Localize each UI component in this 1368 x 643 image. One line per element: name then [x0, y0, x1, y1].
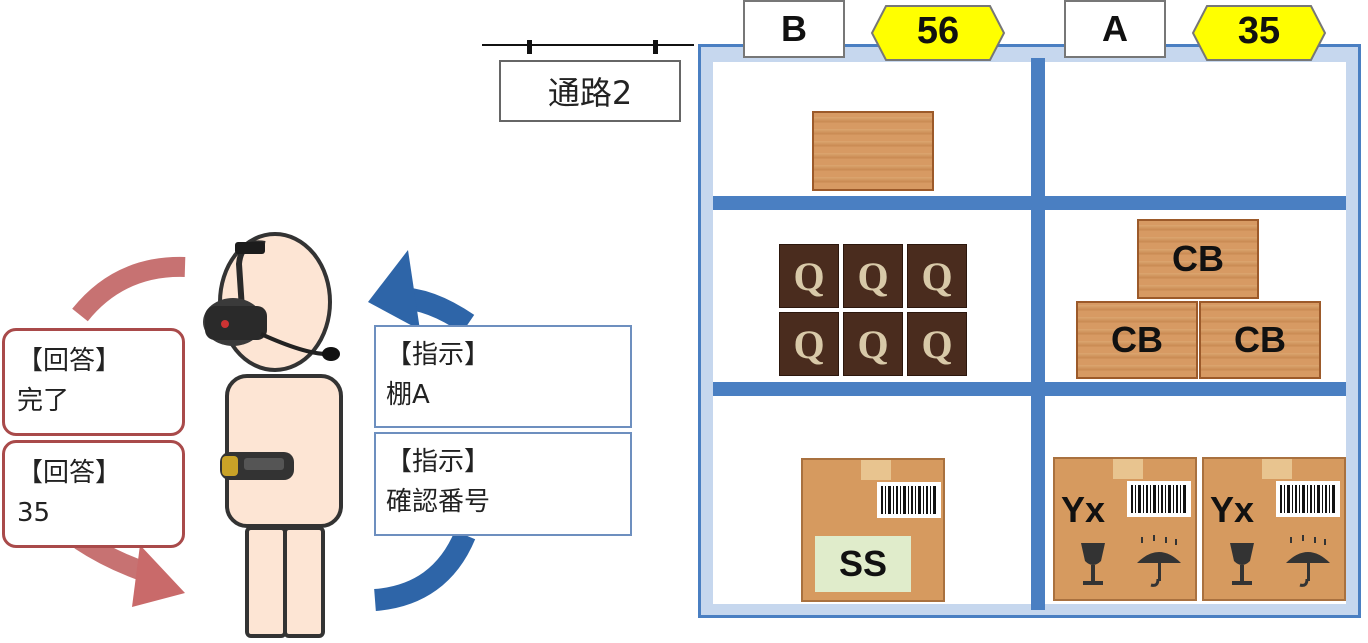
check-number-hexagon-b: [870, 5, 1006, 61]
shelf-board-top: [713, 196, 1346, 210]
wood-box: [812, 111, 934, 191]
yx-carton: Yx: [1053, 457, 1197, 601]
response-header: 【回答】: [17, 346, 122, 376]
yx-carton: Yx: [1202, 457, 1346, 601]
ss-carton: SS: [801, 458, 945, 602]
check-number-a: 35: [1191, 10, 1327, 53]
ss-label: SS: [815, 536, 911, 592]
carton-tape: [861, 460, 891, 480]
cb-box: CB: [1076, 301, 1198, 379]
instruction-text: 確認番号: [386, 487, 491, 517]
response-text: 完了: [17, 386, 70, 416]
umbrella-icon: [1286, 535, 1330, 587]
cb-box-label: CB: [1234, 319, 1286, 360]
shelf-tag-a: A: [1064, 0, 1166, 58]
cb-box: CB: [1137, 219, 1259, 299]
shelf-tag-b-letter: B: [781, 8, 807, 49]
q-box-label: Q: [793, 253, 825, 299]
shelf-board-middle: [713, 382, 1346, 396]
shelf-divider: [1031, 58, 1045, 610]
carton-tape: [1113, 459, 1143, 479]
barcode-icon: [1127, 481, 1191, 517]
scanner-device-icon: [220, 452, 294, 480]
fragile-icon: [1230, 543, 1254, 585]
q-box-label: Q: [921, 321, 953, 367]
fragile-icon: [1081, 543, 1105, 585]
cb-box-label: CB: [1172, 238, 1224, 279]
q-box: Q: [907, 244, 967, 308]
instruction-header: 【指示】: [386, 447, 491, 477]
response-header: 【回答】: [17, 458, 122, 488]
check-number-hexagon-a: [1191, 5, 1327, 61]
instruction-box: 【指示】 棚A: [374, 325, 632, 428]
check-number-a-text: 35: [1237, 10, 1281, 52]
instruction-box: 【指示】 確認番号: [374, 432, 632, 536]
ss-label-text: SS: [838, 543, 888, 584]
aisle-label: 通路2: [499, 60, 681, 122]
headset-icon: [203, 240, 340, 361]
response-bubble: 【回答】 35: [2, 440, 185, 548]
cb-box-label: CB: [1111, 319, 1163, 360]
q-box-label: Q: [921, 253, 953, 299]
instruction-header: 【指示】: [386, 340, 491, 370]
cb-box: CB: [1199, 301, 1321, 379]
barcode-icon: [1276, 481, 1340, 517]
shelf-tag-b: B: [743, 0, 845, 58]
response-text: 35: [17, 498, 51, 528]
q-box: Q: [907, 312, 967, 376]
q-box-label: Q: [857, 253, 889, 299]
check-number-b: 56: [916, 10, 960, 52]
barcode-icon: [877, 482, 941, 518]
q-box: Q: [843, 244, 903, 308]
umbrella-icon: [1137, 535, 1181, 587]
q-box-label: Q: [857, 321, 889, 367]
carton-tape: [1262, 459, 1292, 479]
response-bubble: 【回答】 完了: [2, 328, 185, 436]
worker-figure: [218, 232, 343, 638]
q-box: Q: [779, 244, 839, 308]
q-box-label: Q: [793, 321, 825, 367]
yx-label: Yx: [1210, 489, 1255, 530]
q-box: Q: [779, 312, 839, 376]
aisle-label-text: 通路2: [547, 74, 633, 112]
yx-label: Yx: [1061, 489, 1106, 530]
q-box: Q: [843, 312, 903, 376]
aisle-rail: [482, 40, 694, 54]
instruction-text: 棚A: [386, 380, 430, 410]
shelf-tag-a-letter: A: [1102, 8, 1128, 49]
instruction-arrow-blue: [368, 250, 476, 611]
